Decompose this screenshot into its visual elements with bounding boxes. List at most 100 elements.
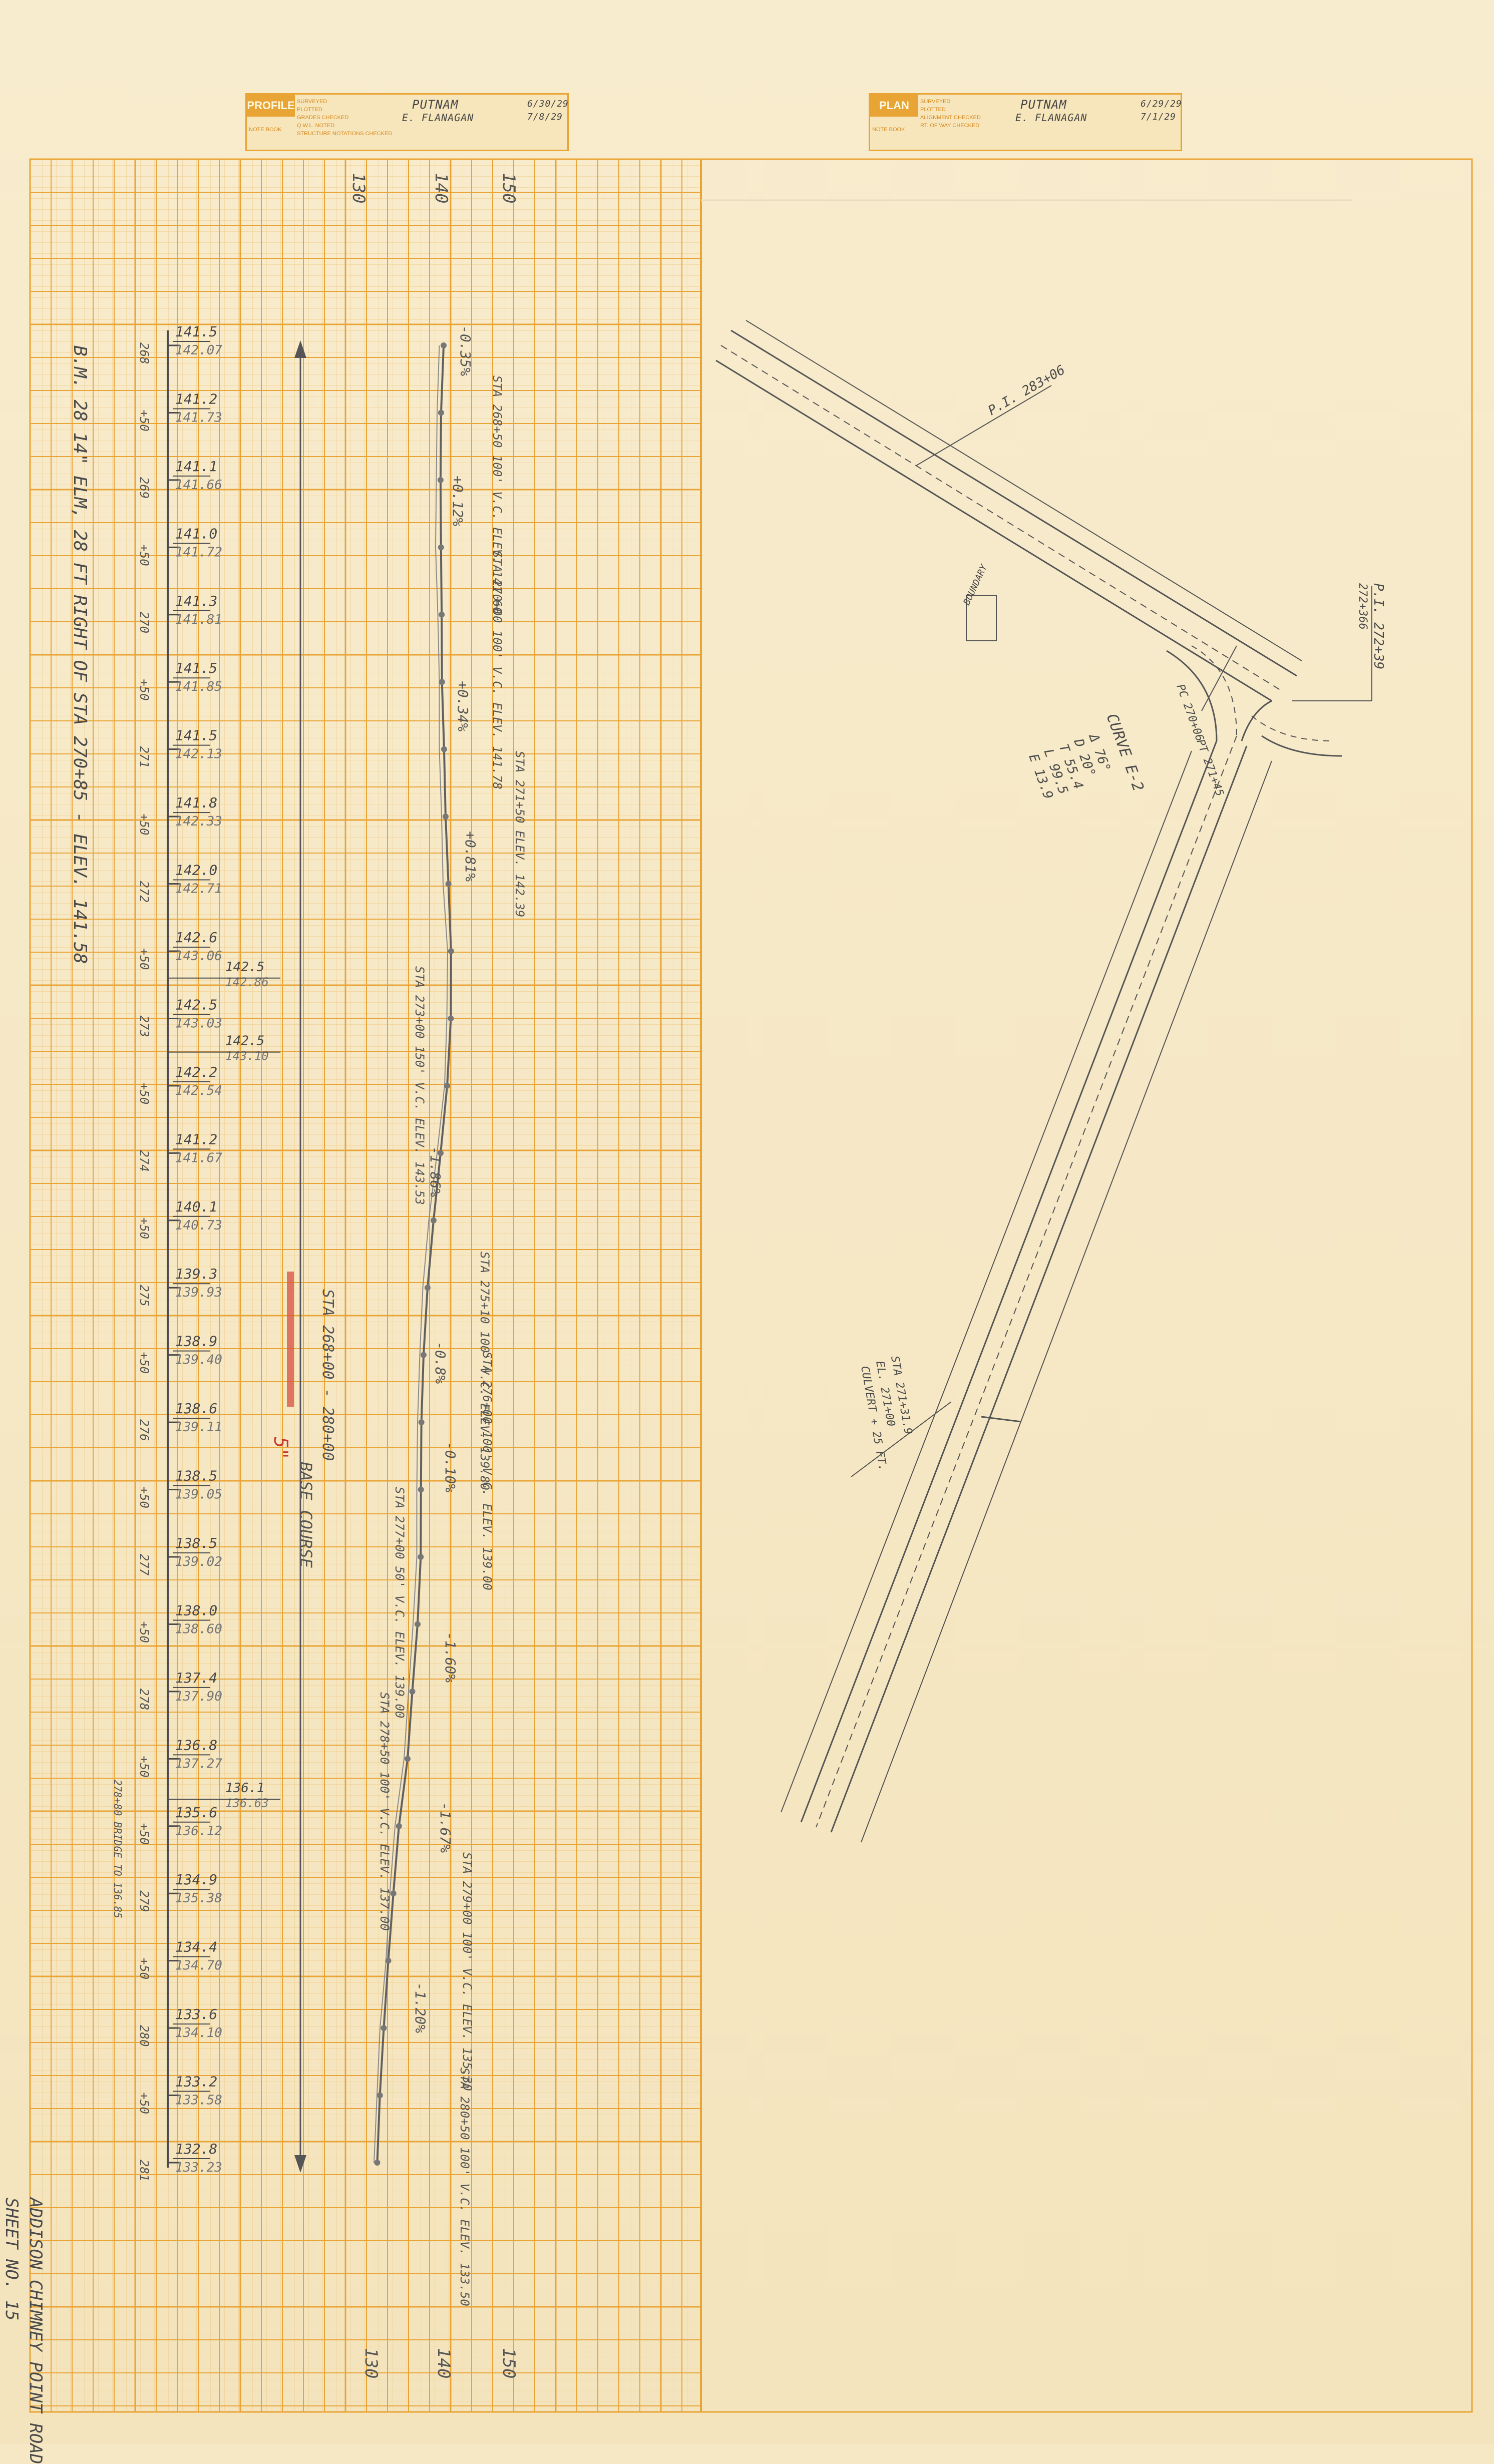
grade-point: [439, 611, 445, 618]
road-edge-lower-1: [800, 740, 1218, 1823]
road-centerline-upper: [720, 345, 1282, 691]
small-note-box: [966, 595, 997, 641]
plan-plotter: E. FLANAGAN: [1015, 112, 1087, 124]
row-line-lower-right: [861, 760, 1272, 1843]
road-centerline-lower: [816, 735, 1237, 1828]
profile-plotter: E. FLANAGAN: [402, 112, 474, 124]
grade-elevation: 142.13: [175, 747, 222, 762]
grade-elevation: 137.90: [175, 1689, 222, 1704]
grade-elevation: 141.66: [175, 478, 222, 493]
original-elevation: 138.6: [175, 1400, 217, 1417]
original-elevation: 141.2: [175, 1131, 217, 1147]
profile-date-1: 6/30/29: [527, 99, 569, 109]
curve-inner: [1166, 650, 1218, 741]
station-label: +50: [137, 1823, 151, 1845]
plan-view: [715, 320, 1372, 1843]
grade-point: [438, 409, 444, 416]
extra-grade-elevation: 142.86: [225, 975, 269, 989]
grade-point: [390, 1890, 397, 1897]
profile-note-book-label: NOTE BOOK: [249, 127, 282, 133]
plan-field: SURVEYED: [920, 99, 951, 105]
grade-elevation: 139.40: [175, 1353, 222, 1368]
original-elevation: 138.9: [175, 1333, 217, 1350]
plan-curve-title: CURVE E-2: [1102, 711, 1147, 794]
grade-percent-labels: -0.35%+0.12%+0.34%+0.81%-1.86%-0.8%-0.10…: [412, 325, 479, 2033]
grade-point: [409, 1688, 416, 1695]
original-elevation: 138.5: [175, 1535, 217, 1551]
plan-date-1: 6/29/29: [1141, 99, 1182, 109]
vc-note: STA 280+50 100' V.C. ELEV. 133.50: [458, 2068, 472, 2306]
station-label: 275: [137, 1285, 151, 1306]
plan-field: RT. OF WAY CHECKED: [920, 123, 980, 129]
grade-elevation: 141.72: [175, 545, 222, 560]
grade-point: [418, 1486, 424, 1493]
vc-note: STA 279+00 100' V.C. ELEV. 135.30: [460, 1852, 474, 2091]
grade-percent-label: -0.8%: [432, 1342, 449, 1384]
vc-note: STA 271+50 ELEV. 142.39: [513, 751, 527, 917]
original-elevation: 138.0: [175, 1602, 217, 1618]
grade-elevation: 139.93: [175, 1285, 222, 1300]
original-elevation: 134.4: [175, 1939, 217, 1955]
grade-point: [374, 2160, 381, 2166]
scale-top-130: 130: [348, 173, 368, 203]
plan-date-2: 7/1/29: [1141, 112, 1177, 122]
station-label: 268: [137, 342, 151, 364]
profile-block-label: PROFILE: [247, 95, 295, 117]
grade-elevation: 139.05: [175, 1487, 222, 1502]
arrow-head-bottom: [294, 2155, 306, 2173]
station-label: 273: [137, 1015, 151, 1037]
vc-note: STA 270+00 100' V.C. ELEV. 141.78: [490, 551, 504, 789]
grade-points: [374, 342, 454, 2166]
benchmark-note: B.M. 28 14" ELM, 28 FT RIGHT OF STA 270+…: [70, 345, 90, 964]
grade-percent-label: +0.12%: [450, 476, 466, 526]
base-course-marker: [287, 1272, 294, 1407]
station-label: +50: [137, 1621, 151, 1642]
profile-date-2: 7/8/29: [527, 112, 563, 122]
grade-percent-label: -1.67%: [437, 1802, 454, 1853]
station-labels: 268141.5142.07+50141.2141.73269141.1141.…: [137, 323, 280, 2181]
grade-point: [418, 1554, 424, 1560]
scale-bottom-150: 150: [499, 2348, 519, 2378]
footer-road-name: ADDISON CHIMNEY POINT ROAD: [26, 2198, 46, 2464]
profile-field: STRUCTURE NOTATIONS CHECKED: [297, 131, 393, 137]
station-label: 274: [137, 1150, 151, 1171]
original-elevation: 133.6: [175, 2006, 217, 2022]
scale-top-140: 140: [431, 173, 451, 203]
grade-point: [441, 746, 447, 752]
original-elevation: 141.2: [175, 390, 217, 407]
original-elevation: 141.3: [175, 593, 217, 609]
profile-field: GRADES CHECKED: [297, 115, 349, 121]
plan-block-fields: SURVEYED PLOTTED ALIGNMENT CHECKED RT. O…: [920, 98, 981, 130]
original-elevation: 135.6: [175, 1804, 217, 1821]
grade-percent-label: -0.10%: [442, 1442, 459, 1492]
grade-point: [421, 1352, 427, 1358]
sheet-footer: ADDISON CHIMNEY POINT ROAD SHEET NO. 15: [0, 2198, 48, 2464]
plan-pc: PC 270+06: [1174, 683, 1206, 743]
grade-point: [438, 544, 444, 551]
road-edge-lower-2: [830, 745, 1248, 1833]
ground-profile-line: [373, 345, 449, 2163]
original-elevation: 132.8: [175, 2141, 217, 2157]
grade-point: [444, 1082, 451, 1089]
station-label: 279: [137, 1890, 151, 1912]
original-elevation: 141.8: [175, 794, 217, 811]
original-elevation: 134.9: [175, 1871, 217, 1888]
grade-elevation: 139.11: [175, 1420, 222, 1435]
station-label: +50: [137, 1487, 151, 1508]
station-label: +50: [137, 409, 151, 431]
grade-point: [424, 1285, 431, 1291]
original-elevation: 141.5: [175, 727, 217, 744]
grade-point: [381, 2025, 387, 2031]
original-elevation: 139.3: [175, 1266, 217, 1282]
vc-note: STA 277+00 50' V.C. ELEV. 139.00: [393, 1487, 407, 1718]
profile-field: Q.W.L. NOTED: [297, 123, 335, 129]
profile-surveyor: PUTNAM: [412, 98, 459, 112]
vc-note: STA 278+50 100' V.C. ELEV. 137.00: [378, 1692, 392, 1931]
original-elevation: 141.5: [175, 660, 217, 676]
original-elevation: 138.5: [175, 1468, 217, 1484]
original-elevation: 133.2: [175, 2074, 217, 2090]
grade-percent-label: -0.35%: [457, 325, 474, 376]
station-label: 269: [137, 477, 151, 499]
